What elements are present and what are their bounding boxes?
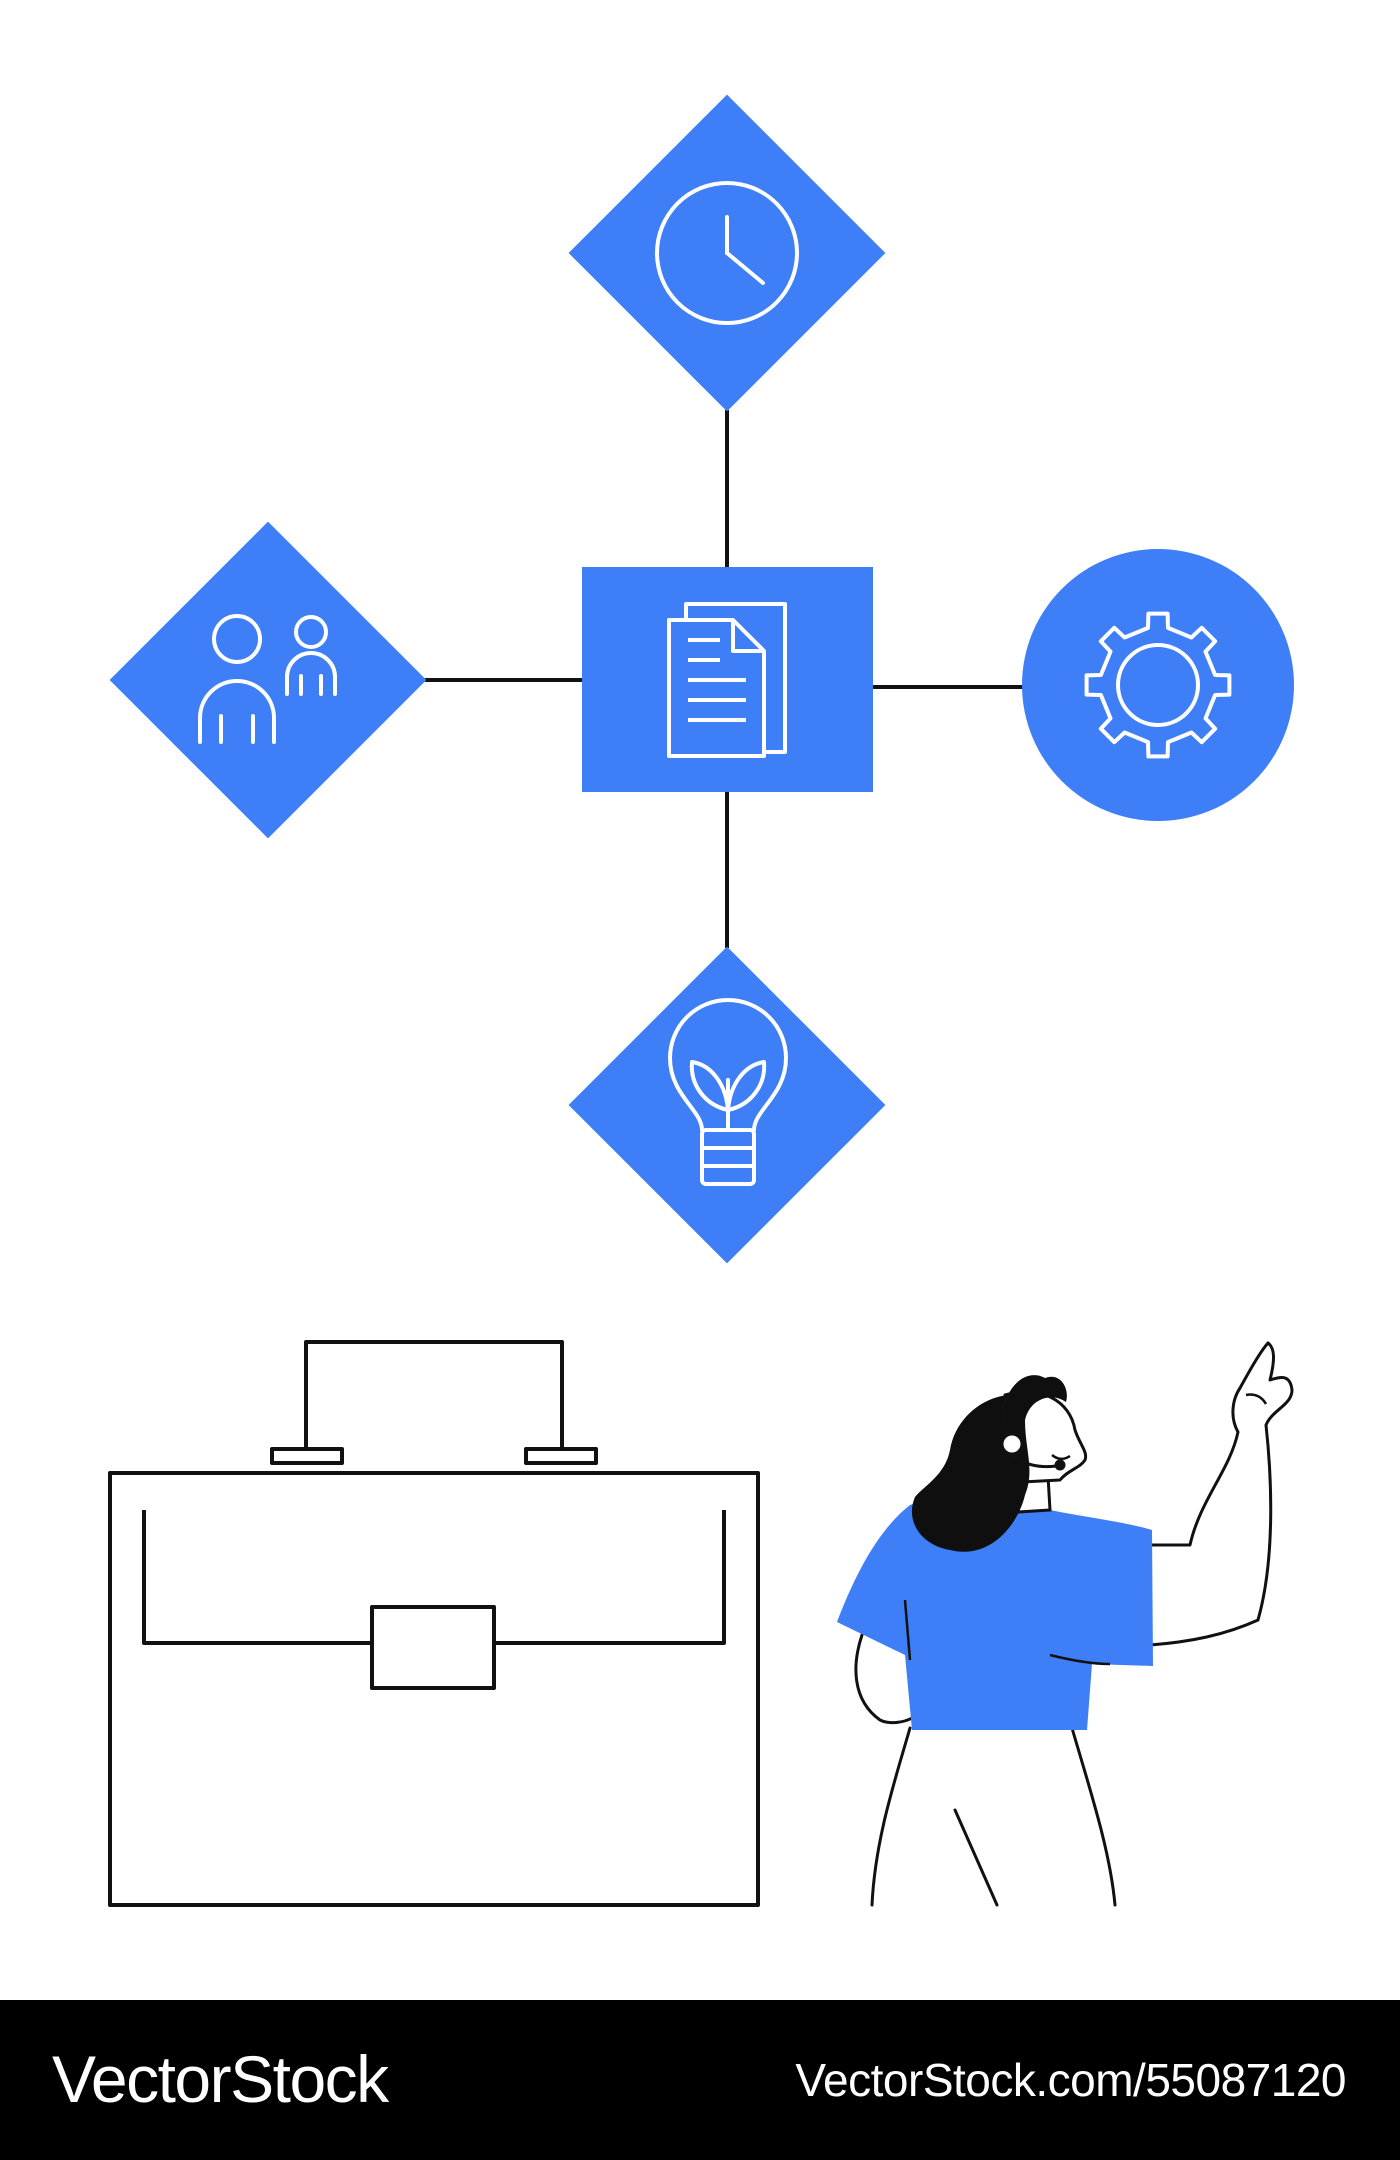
woman-raised-arm bbox=[1149, 1341, 1294, 1647]
briefcase-clip-right bbox=[524, 1447, 598, 1465]
briefcase-body bbox=[108, 1471, 760, 1907]
lightbulb-icon bbox=[668, 998, 788, 1186]
briefcase-clip-left bbox=[270, 1447, 344, 1465]
gear-node bbox=[1022, 549, 1294, 821]
documents-icon bbox=[667, 602, 787, 758]
gear-icon bbox=[1084, 611, 1232, 759]
briefcase-flap bbox=[142, 1510, 726, 1645]
image-url[interactable]: VectorStock.com/55087120 bbox=[795, 2054, 1346, 2106]
connector-lines bbox=[425, 410, 1025, 948]
briefcase bbox=[108, 1340, 760, 1907]
workflow-illustration bbox=[108, 94, 1294, 1907]
team-node bbox=[109, 521, 427, 839]
clock-node bbox=[568, 94, 886, 412]
headset-icon bbox=[1000, 1390, 1066, 1471]
lightbulb-node bbox=[568, 946, 886, 1264]
woman-figure bbox=[837, 1341, 1294, 1907]
woman-shirt bbox=[837, 1496, 1153, 1730]
team-icon bbox=[198, 614, 337, 744]
woman-hair bbox=[911, 1375, 1067, 1552]
briefcase-lock bbox=[370, 1605, 496, 1690]
documents-node bbox=[582, 567, 873, 792]
watermark-footer: VectorStock VectorStock.com/55087120 bbox=[0, 2000, 1400, 2160]
brand-logo[interactable]: VectorStock bbox=[52, 2042, 389, 2116]
woman-legs bbox=[870, 1726, 1117, 1907]
briefcase-handle bbox=[304, 1340, 564, 1450]
woman-left-arm bbox=[854, 1633, 914, 1725]
clock-icon bbox=[655, 181, 799, 325]
